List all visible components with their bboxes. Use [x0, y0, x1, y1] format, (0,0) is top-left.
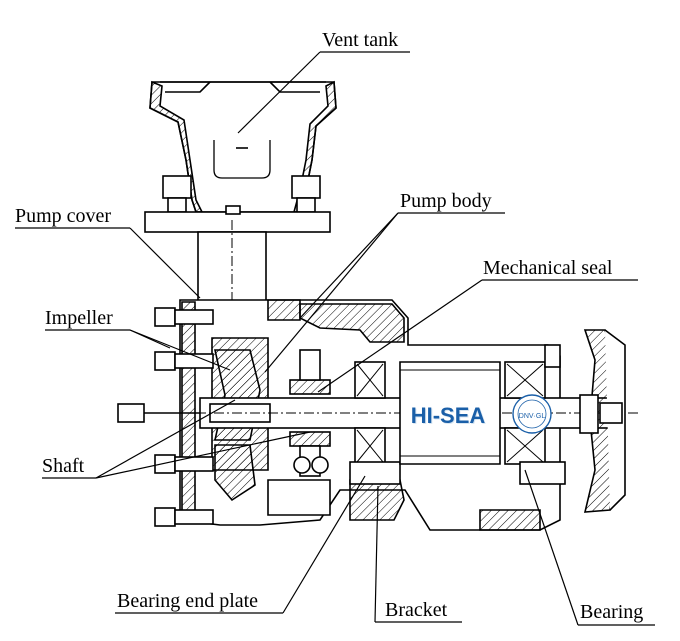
label-impeller: Impeller — [45, 307, 113, 329]
vent-tank — [149, 80, 337, 213]
label-bearing: Bearing — [580, 601, 644, 623]
pump-cover — [144, 205, 331, 330]
label-bracket: Bracket — [385, 599, 448, 621]
label-bearing-end-plate: Bearing end plate — [117, 590, 259, 612]
dnv-gl-badge: DNV·GL — [512, 394, 552, 434]
pulley — [579, 329, 626, 513]
label-mechanical-seal: Mechanical seal — [483, 257, 613, 279]
cert-text: DNV·GL — [519, 413, 546, 420]
cover-bolts — [117, 307, 214, 527]
leader-lines — [15, 51, 655, 626]
hi-sea-logo: HI-SEA HI-SEA — [402, 398, 494, 429]
brand-logo-shadow: HI-SEA — [412, 404, 487, 429]
label-vent-tank: Vent tank — [322, 29, 399, 51]
label-pump-body: Pump body — [400, 190, 492, 212]
label-pump-cover: Pump cover — [15, 205, 112, 227]
label-shaft: Shaft — [42, 455, 85, 477]
brand-logo-text: HI-SEA — [411, 403, 486, 428]
bearings — [349, 344, 566, 485]
mechanical-seal — [289, 349, 331, 477]
